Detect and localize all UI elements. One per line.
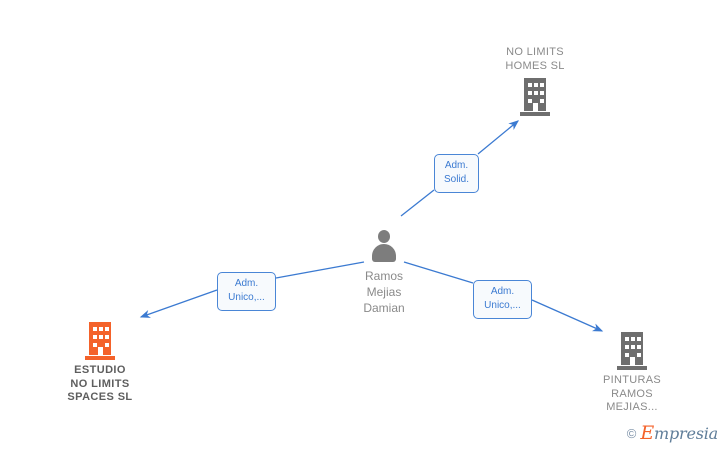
edge-adm-solid <box>400 120 520 217</box>
empresia-logo-initial: E <box>640 422 654 444</box>
node-label-no-limits-homes-sl: NO LIMITS HOMES SL <box>505 46 565 72</box>
empresia-logo-rest: mpresia <box>654 424 718 443</box>
empresia-logo: Empresia <box>640 422 718 444</box>
node-label-ramos-mejias-damian: Ramos Mejias Damian <box>363 269 405 315</box>
node-label-estudio-no-limits-spaces-sl: ESTUDIO NO LIMITS SPACES SL <box>67 364 133 403</box>
node-pinturas-ramos-mejias[interactable]: PINTURAS RAMOS MEJIAS... <box>557 332 707 415</box>
building-icon <box>520 78 550 116</box>
edge-adm-unico-right <box>403 261 604 332</box>
edge-adm-unico-left <box>139 261 365 318</box>
copyright-symbol: © <box>626 425 637 441</box>
node-estudio-no-limits-spaces-sl[interactable]: ESTUDIO NO LIMITS SPACES SL <box>25 322 175 405</box>
edge-label-adm-unico-right[interactable]: Adm. Unico,... <box>473 280 532 319</box>
edge-label-adm-unico-left[interactable]: Adm. Unico,... <box>217 272 276 311</box>
watermark: © Empresia <box>627 422 718 444</box>
person-icon <box>368 230 400 264</box>
building-icon <box>85 322 115 360</box>
node-label-pinturas-ramos-mejias: PINTURAS RAMOS MEJIAS... <box>602 374 662 413</box>
edge-label-adm-solid[interactable]: Adm. Solid. <box>434 154 479 193</box>
node-ramos-mejias-damian[interactable]: Ramos Mejias Damian <box>309 230 459 316</box>
building-icon <box>617 332 647 370</box>
node-no-limits-homes-sl[interactable]: NO LIMITS HOMES SL <box>460 46 610 116</box>
